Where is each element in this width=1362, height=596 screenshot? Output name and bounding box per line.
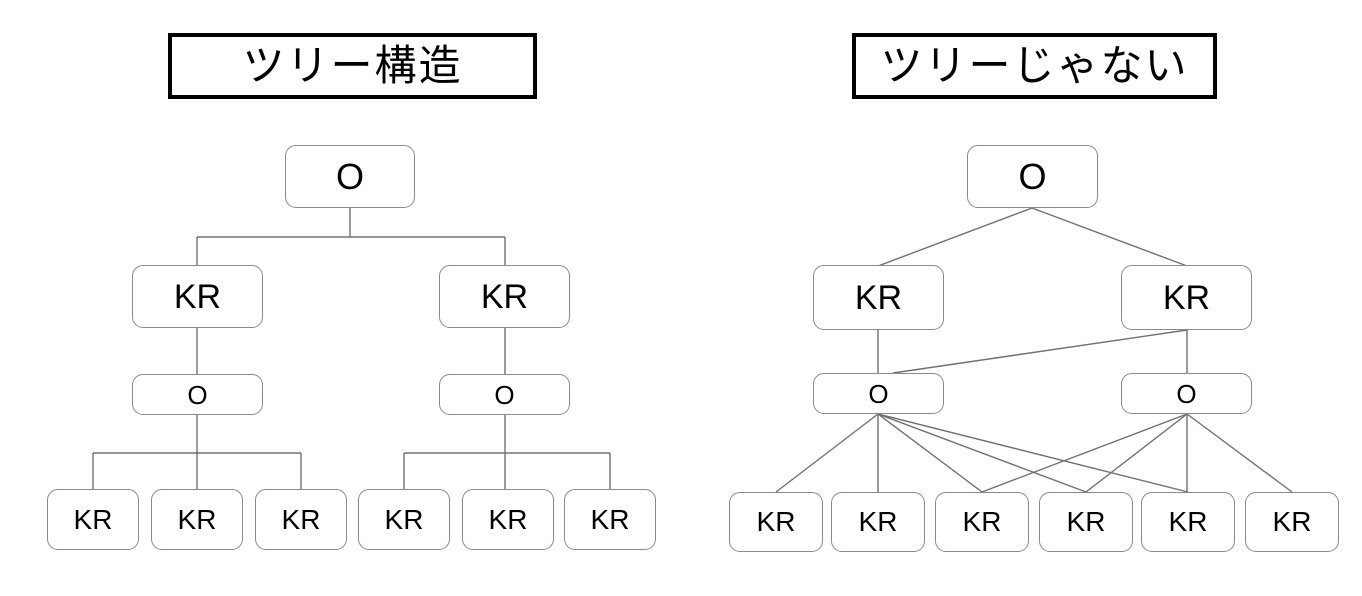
edge-not-tree (775, 413, 879, 493)
node-not-tree-kr-left: KR (813, 265, 944, 330)
diagram-title-tree: ツリー構造 (168, 33, 537, 99)
edge-not-tree (892, 329, 1188, 374)
node-tree-kr-6: KR (564, 489, 656, 550)
node-tree-kr-4: KR (358, 489, 450, 550)
node-not-tree-kr-4: KR (1039, 492, 1133, 552)
edge-not-tree (1031, 207, 1188, 267)
node-not-tree-kr-1: KR (729, 492, 823, 552)
node-not-tree-o-right: O (1121, 373, 1252, 414)
edge-not-tree (1085, 413, 1188, 493)
node-tree-kr-3: KR (255, 489, 347, 550)
node-not-tree-kr-2: KR (831, 492, 925, 552)
edge-not-tree (877, 413, 1087, 493)
node-tree-kr-5: KR (462, 489, 554, 550)
diagram-title-not-tree: ツリーじゃない (852, 33, 1217, 99)
edge-not-tree (1186, 413, 1293, 493)
node-tree-kr-right: KR (439, 265, 570, 328)
edge-not-tree (981, 413, 1188, 493)
node-not-tree-kr-5: KR (1141, 492, 1235, 552)
node-not-tree-kr-3: KR (935, 492, 1029, 552)
edge-not-tree (877, 413, 1189, 493)
edge-not-tree (877, 413, 983, 493)
node-not-tree-root-o: O (967, 145, 1098, 208)
node-not-tree-o-left: O (813, 373, 944, 414)
node-tree-kr-1: KR (47, 489, 139, 550)
node-not-tree-kr-6: KR (1245, 492, 1339, 552)
node-tree-kr-2: KR (151, 489, 243, 550)
node-tree-o-left: O (132, 374, 263, 415)
edge-not-tree (877, 207, 1033, 267)
node-tree-o-right: O (439, 374, 570, 415)
node-tree-kr-left: KR (132, 265, 263, 328)
node-not-tree-kr-right: KR (1121, 265, 1252, 330)
node-tree-root-o: O (285, 145, 415, 208)
